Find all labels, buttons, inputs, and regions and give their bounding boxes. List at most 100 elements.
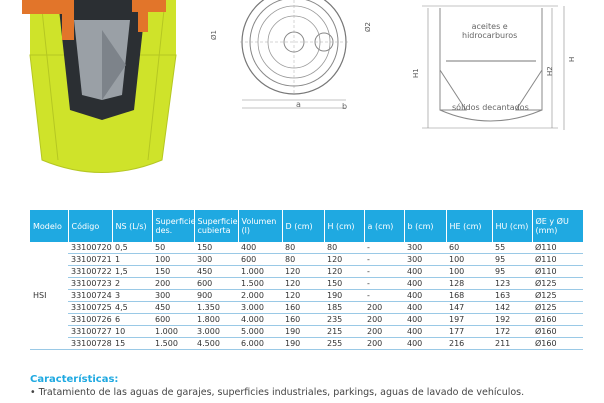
table-cell: 100 — [152, 253, 194, 266]
table-cell: 80 — [282, 253, 324, 266]
solids-label: sólidos decantados — [452, 103, 529, 112]
table-cell: 450 — [152, 301, 194, 314]
table-cell: Ø160 — [532, 313, 583, 326]
tank-3d-render — [22, 0, 177, 173]
table-cell: 400 — [404, 325, 446, 338]
table-cell: Ø110 — [532, 265, 583, 278]
dim-h1-label: H1 — [412, 68, 420, 78]
table-cell: Ø160 — [532, 325, 583, 338]
table-cell: 255 — [324, 337, 364, 350]
column-header: b (cm) — [404, 210, 447, 242]
column-header: Código — [68, 210, 113, 242]
table-cell: 123 — [492, 277, 532, 290]
dim-a-label: a — [296, 100, 301, 109]
table-cell: - — [364, 253, 404, 266]
table-cell: 300 — [404, 253, 446, 266]
table-cell: 2.000 — [238, 289, 282, 302]
column-header: ØE y ØU (mm) — [532, 210, 584, 242]
column-header: Volumen (l) — [238, 210, 283, 242]
tank-section-view — [422, 5, 565, 130]
table-cell: 95 — [492, 253, 532, 266]
table-cell: 3.000 — [238, 301, 282, 314]
dim-d1-label: Ø1 — [210, 30, 218, 40]
table-cell: 5.000 — [238, 325, 282, 338]
table-cell: 300 — [194, 253, 238, 266]
table-cell: 200 — [364, 325, 404, 338]
table-cell: 300 — [404, 242, 446, 254]
features-title: Características: — [30, 374, 119, 385]
table-cell: 192 — [492, 313, 532, 326]
product-drawings: Ø1 Ø2 a b aceites e hidrocarburos sólido… — [22, 0, 576, 173]
table-cell: 33100721 — [68, 253, 112, 266]
table-cell: 190 — [282, 337, 324, 350]
table-cell: 95 — [492, 265, 532, 278]
table-cell: 200 — [364, 337, 404, 350]
table-cell: 10 — [112, 325, 152, 338]
table-cell: 400 — [238, 242, 282, 254]
table-cell: 211 — [492, 337, 532, 350]
table-cell: 168 — [446, 289, 492, 302]
table-cell: 600 — [152, 313, 194, 326]
oils-label: aceites e hidrocarburos — [462, 22, 518, 40]
table-cell: 150 — [194, 242, 238, 254]
table-cell: 33100720 — [68, 242, 112, 254]
table-cell: - — [364, 277, 404, 290]
table-cell: 400 — [404, 265, 446, 278]
table-cell: 400 — [404, 277, 446, 290]
table-cell: 120 — [324, 253, 364, 266]
table-cell: 400 — [404, 337, 446, 350]
table-cell: 160 — [282, 313, 324, 326]
table-cell: 300 — [152, 289, 194, 302]
table-cell: 6.000 — [238, 337, 282, 350]
table-cell: 33100722 — [68, 265, 112, 278]
feature-item: • Tratamiento de las aguas de garajes, s… — [30, 387, 525, 398]
table-cell: 147 — [446, 301, 492, 314]
table-cell: 80 — [282, 242, 324, 254]
table-cell: 60 — [446, 242, 492, 254]
table-cell: 80 — [324, 242, 364, 254]
table-cell: 150 — [324, 277, 364, 290]
table-cell: 2 — [112, 277, 152, 290]
table-cell: 400 — [404, 301, 446, 314]
table-cell: 150 — [152, 265, 194, 278]
table-cell: - — [364, 265, 404, 278]
table-cell: 185 — [324, 301, 364, 314]
table-cell: 33100726 — [68, 313, 112, 326]
column-header: Superficie des. — [152, 210, 196, 242]
table-cell: 197 — [446, 313, 492, 326]
table-cell: 120 — [324, 265, 364, 278]
table-cell: 600 — [194, 277, 238, 290]
table-cell: Ø110 — [532, 253, 583, 266]
table-cell: 142 — [492, 301, 532, 314]
table-cell: 200 — [364, 313, 404, 326]
table-cell: 1.800 — [194, 313, 238, 326]
table-cell: 190 — [324, 289, 364, 302]
column-header: HU (cm) — [492, 210, 533, 242]
table-cell: 120 — [282, 265, 324, 278]
table-cell: 450 — [194, 265, 238, 278]
table-cell: 120 — [282, 289, 324, 302]
column-header: HE (cm) — [446, 210, 493, 242]
table-cell: 1 — [112, 253, 152, 266]
table-cell: 6 — [112, 313, 152, 326]
table-cell: 1.000 — [152, 325, 194, 338]
table-cell: 128 — [446, 277, 492, 290]
table-cell: 100 — [446, 265, 492, 278]
table-cell: 400 — [404, 313, 446, 326]
table-cell: 163 — [492, 289, 532, 302]
column-header: a (cm) — [364, 210, 405, 242]
dim-h-label: H — [568, 56, 576, 62]
tank-top-view — [240, 0, 348, 109]
table-cell: 200 — [152, 277, 194, 290]
table-cell: 1.500 — [238, 277, 282, 290]
table-cell: 0,5 — [112, 242, 152, 254]
